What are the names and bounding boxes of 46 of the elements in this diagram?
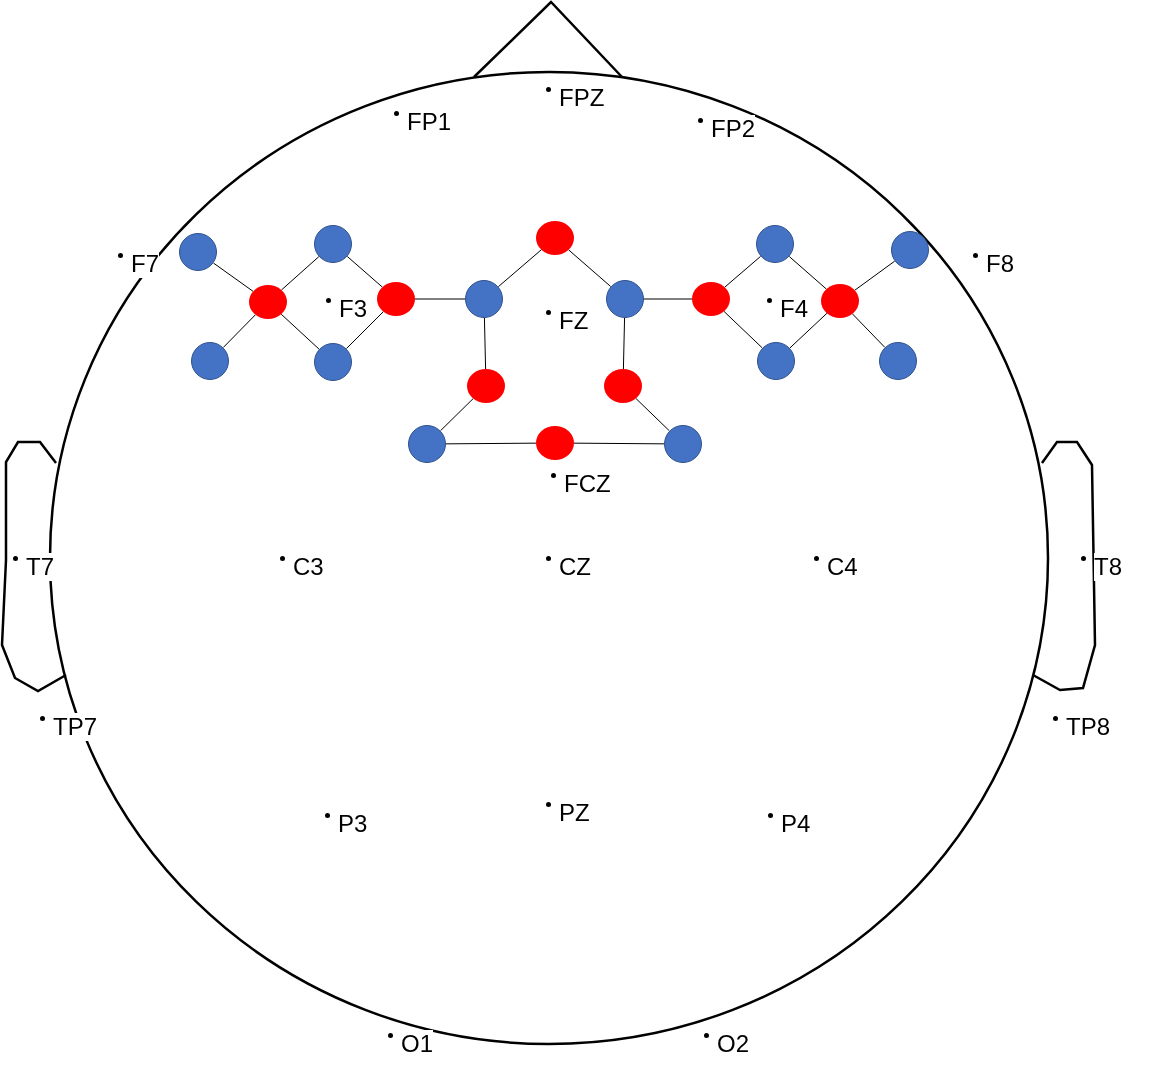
electrode-circle	[408, 425, 446, 463]
connector-line	[280, 313, 320, 350]
electrode-circle	[664, 425, 702, 463]
connector-line	[723, 310, 763, 349]
electrode-circle	[191, 342, 229, 380]
electrode-circle	[249, 285, 287, 319]
connector-line	[212, 262, 254, 292]
electrode-circle	[692, 282, 730, 316]
connector-line	[497, 249, 542, 288]
electrode-circle	[179, 233, 217, 271]
connector-line	[483, 317, 487, 370]
electrode-circle	[467, 369, 505, 403]
electrode-circle	[314, 225, 352, 263]
electrode-circle	[604, 369, 642, 403]
connector-line	[280, 256, 320, 291]
connector-line	[635, 398, 670, 432]
electrode-label: F7	[131, 250, 159, 278]
connector-line	[789, 312, 828, 349]
electrode-circle	[821, 284, 859, 318]
connector-line	[445, 442, 537, 445]
connector-line	[440, 398, 474, 432]
electrode-circle	[536, 221, 574, 255]
connector-line	[643, 298, 693, 300]
connector-line	[788, 256, 827, 290]
electrode-circle	[606, 280, 644, 318]
electrode-circle	[891, 231, 929, 269]
connector-line	[222, 314, 256, 348]
electrode-circle	[756, 225, 794, 263]
electrode-label: TP7	[53, 713, 97, 741]
electrode-circle	[377, 282, 415, 316]
electrode-circle	[757, 342, 795, 380]
electrode-circle	[536, 426, 574, 460]
connector-line	[851, 313, 886, 348]
connector-line	[573, 442, 665, 445]
connector-line	[346, 256, 383, 288]
connector-line	[854, 260, 896, 291]
electrode-circle	[879, 342, 917, 380]
electrode-label: T8	[1094, 553, 1122, 581]
connector-line	[622, 317, 626, 370]
connector-line	[345, 311, 384, 350]
connector-line	[568, 249, 612, 287]
electrode-circle	[314, 343, 352, 381]
connector-line	[414, 298, 466, 300]
connector-line	[724, 255, 762, 288]
electrode-label: T7	[26, 553, 54, 581]
electrode-circle	[465, 280, 503, 318]
